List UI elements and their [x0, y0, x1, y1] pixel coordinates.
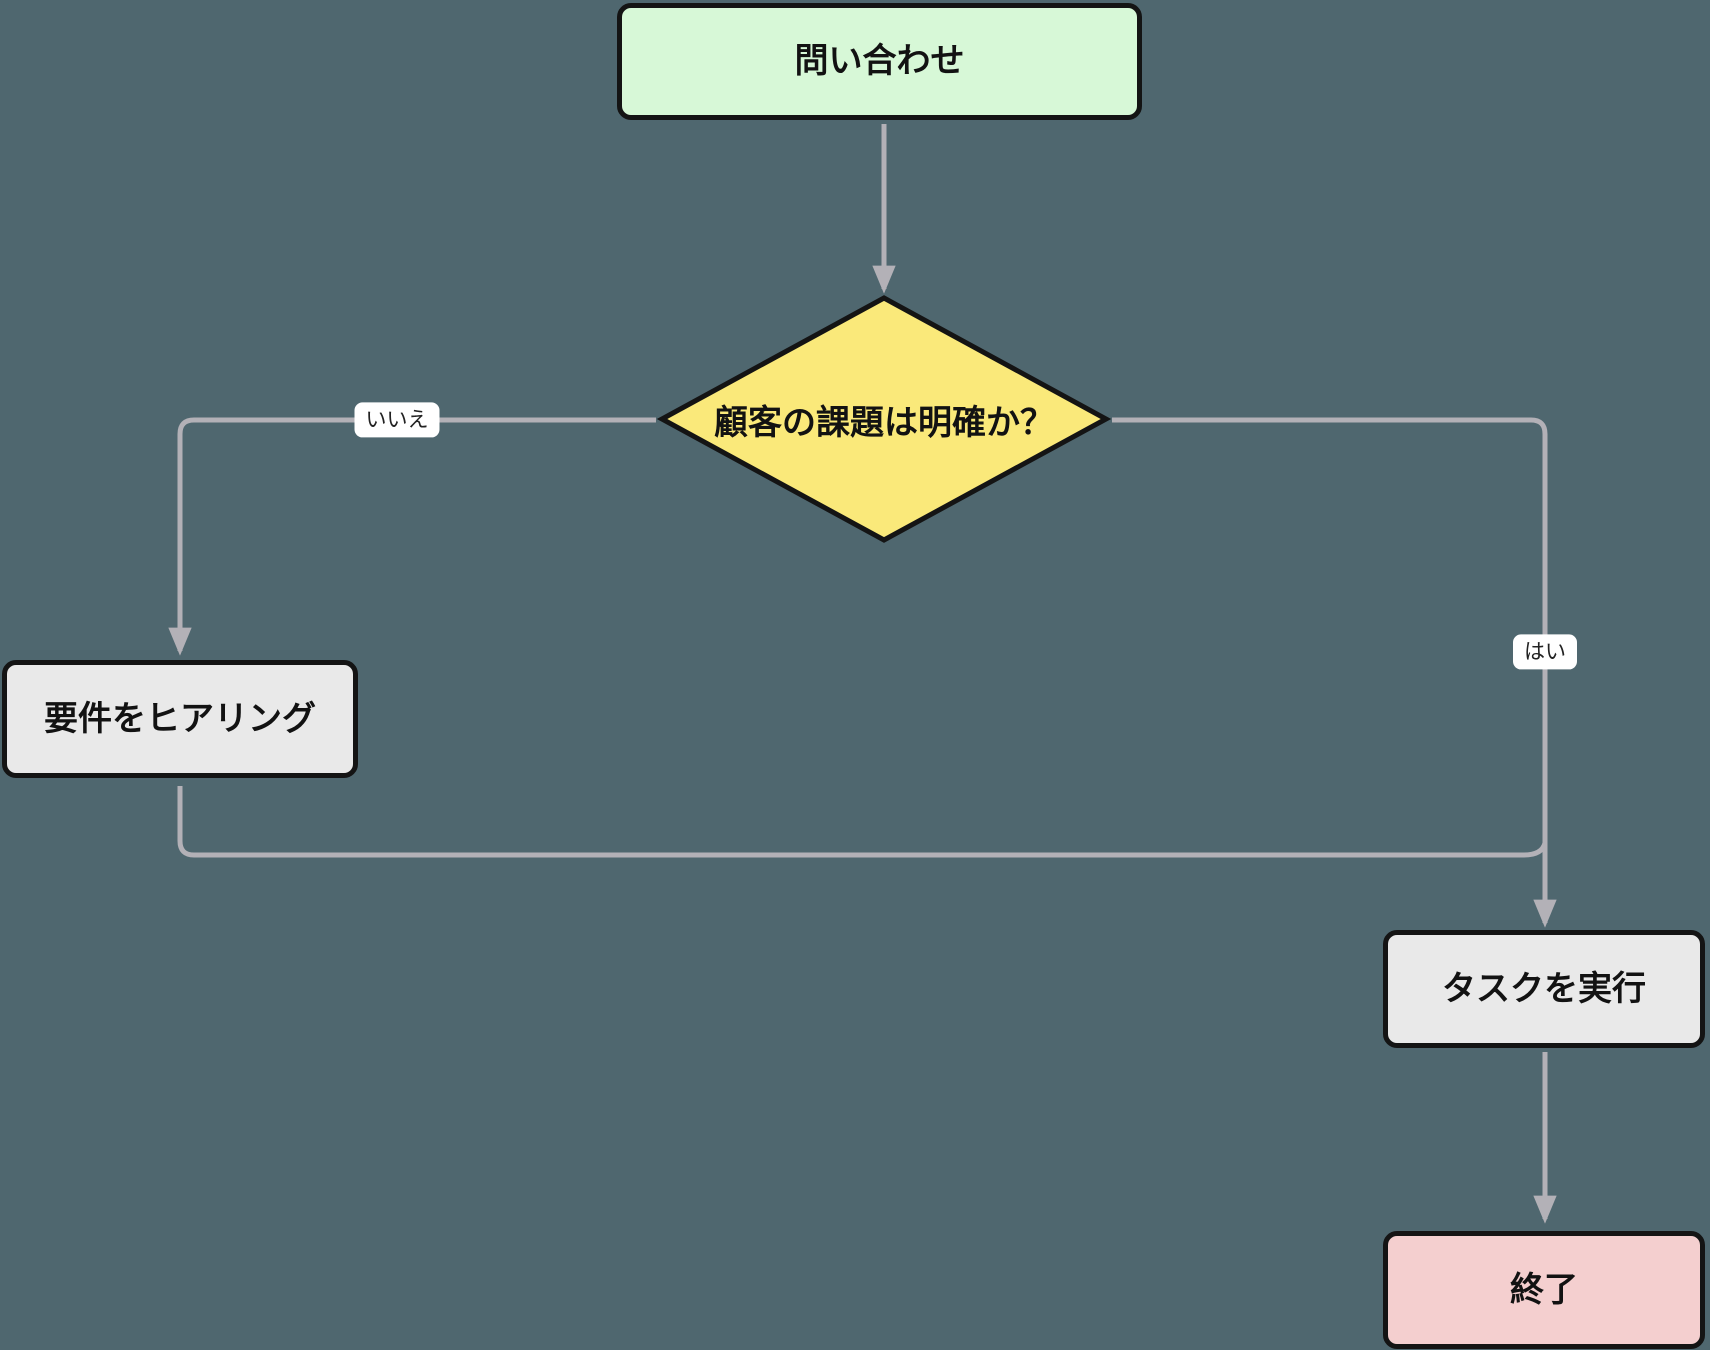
node-end: 終了 [1383, 1231, 1705, 1349]
node-decision-label: 顧客の課題は明確か？ [714, 403, 1054, 442]
node-start: 問い合わせ [617, 3, 1142, 120]
node-hearing: 要件をヒアリング [2, 660, 358, 778]
edge-hearing-to-task [177, 786, 1548, 858]
decision-diamond-shape [656, 295, 1112, 543]
edge-label-no: いいえ [354, 402, 440, 438]
edge-decision-to-hearing [168, 417, 656, 656]
node-task: タスクを実行 [1383, 930, 1705, 1048]
edge-label-yes: はい [1513, 634, 1577, 670]
edge-decision-to-task [1112, 417, 1557, 928]
